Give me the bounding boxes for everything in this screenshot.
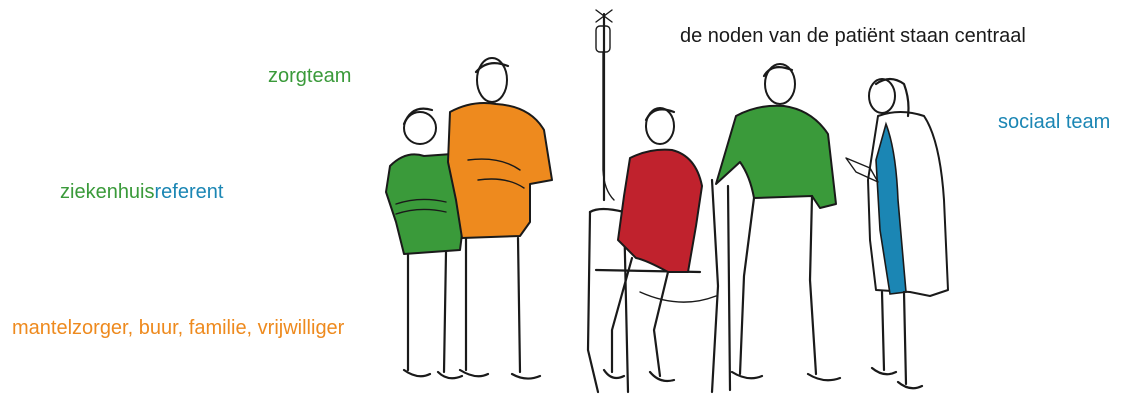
red-shirt [618, 150, 702, 272]
figure-sociaal-team [846, 79, 948, 388]
figure-zorgteam [448, 58, 552, 379]
iv-drip-stand [596, 10, 614, 200]
figure-patient [604, 108, 702, 381]
head [869, 79, 895, 113]
orange-shirt [448, 103, 552, 238]
green-sweater [716, 106, 836, 208]
figure-visitor-green [716, 64, 840, 380]
